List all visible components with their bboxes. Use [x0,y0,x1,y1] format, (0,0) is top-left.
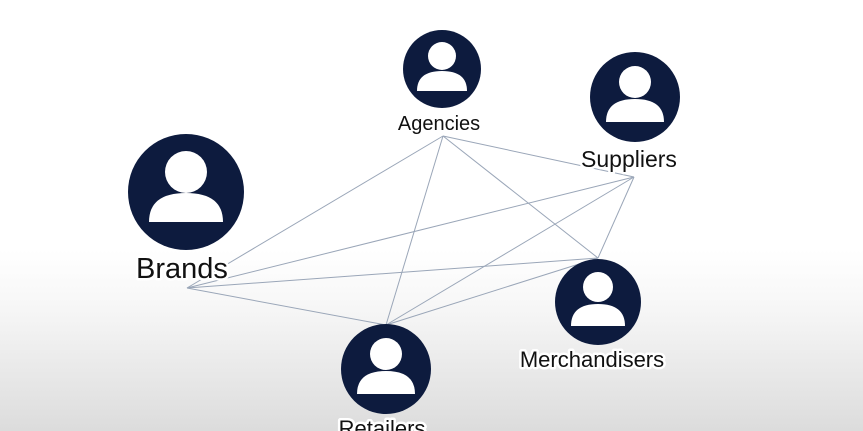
edge-suppliers-retailers [385,176,635,326]
edge-agencies-merchandisers [442,135,599,259]
person-icon [606,66,664,122]
node-merchandisers: Merchandisers [517,259,667,375]
node-brands: Brands [128,134,244,288]
edge-brands-merchandisers [186,257,599,289]
edge-agencies-retailers [385,135,444,326]
person-icon [149,151,223,222]
edge-brands-retailers [186,287,387,326]
edge-brands-suppliers [186,176,635,289]
edges-layer [186,135,635,326]
brands-label: Brands [136,253,228,285]
node-suppliers: Suppliers [579,52,680,175]
person-icon [357,338,415,394]
person-icon [417,42,467,91]
node-retailers: Retailers [336,324,431,431]
agencies-label: Agencies [398,113,480,135]
edge-brands-agencies [186,135,444,289]
node-agencies: Agencies [395,30,483,138]
person-icon [571,272,625,326]
edge-suppliers-merchandisers [597,176,635,259]
suppliers-label: Suppliers [581,146,677,172]
edge-agencies-suppliers [442,135,635,178]
merchandisers-label: Merchandisers [520,347,664,372]
edge-merchandisers-retailers [385,257,599,326]
retailers-label: Retailers [339,416,426,431]
